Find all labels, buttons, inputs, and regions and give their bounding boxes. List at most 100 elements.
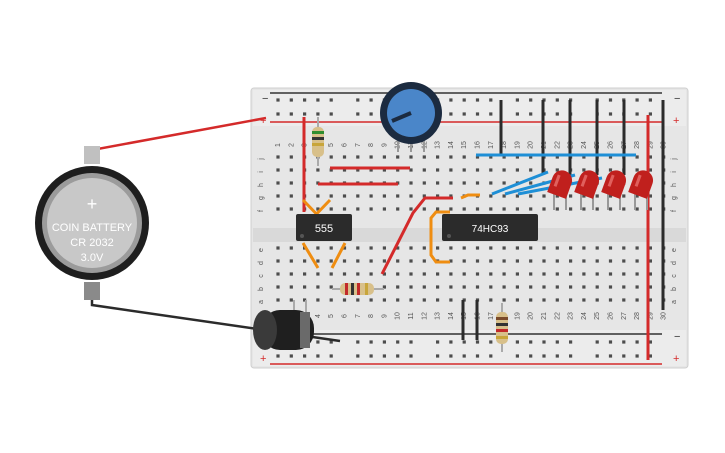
breadboard-hole[interactable] — [529, 340, 533, 344]
breadboard-hole[interactable] — [436, 298, 440, 302]
breadboard-hole[interactable] — [608, 155, 613, 159]
breadboard-hole[interactable] — [608, 285, 613, 289]
breadboard-hole[interactable] — [502, 181, 506, 185]
breadboard-hole[interactable] — [329, 285, 333, 289]
breadboard-hole[interactable] — [329, 98, 333, 102]
breadboard-hole[interactable] — [276, 155, 280, 159]
breadboard-hole[interactable] — [422, 207, 426, 211]
breadboard-hole[interactable] — [555, 194, 559, 198]
breadboard-hole[interactable] — [595, 272, 599, 276]
breadboard-hole[interactable] — [595, 259, 599, 263]
breadboard-hole[interactable] — [489, 168, 493, 172]
breadboard-hole[interactable] — [369, 168, 373, 172]
breadboard-hole[interactable] — [316, 98, 320, 102]
breadboard-hole[interactable] — [648, 246, 652, 250]
breadboard-hole[interactable] — [502, 272, 506, 276]
breadboard-hole[interactable] — [542, 285, 546, 289]
breadboard-hole[interactable] — [289, 285, 293, 289]
breadboard-hole[interactable] — [569, 340, 573, 344]
breadboard-hole[interactable] — [462, 181, 466, 185]
breadboard-hole[interactable] — [329, 272, 333, 276]
breadboard-hole[interactable] — [635, 194, 639, 198]
breadboard-hole[interactable] — [369, 354, 373, 358]
breadboard-hole[interactable] — [555, 112, 559, 116]
breadboard-hole[interactable] — [475, 155, 480, 159]
breadboard-hole[interactable] — [382, 298, 386, 302]
breadboard-hole[interactable] — [542, 354, 546, 358]
breadboard-hole[interactable] — [382, 168, 386, 172]
breadboard-hole[interactable] — [436, 207, 440, 211]
breadboard-hole[interactable] — [409, 246, 413, 250]
breadboard-hole[interactable] — [515, 354, 519, 358]
breadboard-hole[interactable] — [422, 246, 426, 250]
breadboard-hole[interactable] — [529, 354, 533, 358]
breadboard-hole[interactable] — [529, 155, 533, 159]
breadboard-hole[interactable] — [515, 272, 519, 276]
breadboard-hole[interactable] — [329, 112, 333, 116]
breadboard-hole[interactable] — [489, 98, 493, 102]
breadboard-hole[interactable] — [489, 194, 493, 198]
breadboard-hole[interactable] — [475, 207, 480, 211]
breadboard-hole[interactable] — [502, 194, 506, 198]
breadboard-hole[interactable] — [449, 285, 453, 289]
breadboard-hole[interactable] — [462, 168, 466, 172]
breadboard-hole[interactable] — [502, 155, 506, 159]
breadboard-hole[interactable] — [289, 181, 293, 185]
breadboard-hole[interactable] — [369, 207, 373, 211]
breadboard-hole[interactable] — [515, 298, 519, 302]
breadboard-hole[interactable] — [475, 181, 480, 185]
breadboard-hole[interactable] — [436, 285, 440, 289]
breadboard-hole[interactable] — [316, 272, 320, 276]
breadboard-hole[interactable] — [396, 272, 400, 276]
breadboard-hole[interactable] — [409, 285, 413, 289]
breadboard-hole[interactable] — [303, 285, 307, 289]
breadboard-hole[interactable] — [582, 207, 586, 211]
breadboard-hole[interactable] — [608, 340, 613, 344]
breadboard-hole[interactable] — [515, 246, 519, 250]
breadboard-hole[interactable] — [382, 340, 386, 344]
breadboard-hole[interactable] — [555, 207, 559, 211]
breadboard-hole[interactable] — [276, 112, 280, 116]
breadboard-hole[interactable] — [608, 207, 613, 211]
breadboard-hole[interactable] — [648, 155, 652, 159]
breadboard-hole[interactable] — [396, 168, 400, 172]
breadboard-hole[interactable] — [515, 259, 519, 263]
breadboard-hole[interactable] — [608, 259, 613, 263]
breadboard-hole[interactable] — [356, 340, 360, 344]
breadboard-hole[interactable] — [608, 246, 613, 250]
breadboard-hole[interactable] — [502, 168, 506, 172]
breadboard-hole[interactable] — [342, 194, 347, 198]
breadboard-hole[interactable] — [303, 298, 307, 302]
breadboard-hole[interactable] — [595, 354, 599, 358]
breadboard-hole[interactable] — [289, 298, 293, 302]
breadboard-hole[interactable] — [475, 354, 480, 358]
breadboard-hole[interactable] — [608, 98, 613, 102]
breadboard-hole[interactable] — [422, 259, 426, 263]
breadboard-hole[interactable] — [489, 259, 493, 263]
breadboard-hole[interactable] — [303, 272, 307, 276]
breadboard-hole[interactable] — [582, 194, 586, 198]
breadboard-hole[interactable] — [462, 98, 466, 102]
breadboard-hole[interactable] — [648, 98, 652, 102]
breadboard-hole[interactable] — [608, 112, 613, 116]
breadboard-hole[interactable] — [515, 168, 519, 172]
breadboard-hole[interactable] — [396, 155, 400, 159]
breadboard-hole[interactable] — [635, 98, 639, 102]
breadboard-hole[interactable] — [382, 246, 386, 250]
breadboard-hole[interactable] — [502, 285, 506, 289]
breadboard-hole[interactable] — [608, 354, 613, 358]
breadboard-hole[interactable] — [462, 285, 466, 289]
breadboard-hole[interactable] — [542, 207, 546, 211]
breadboard-hole[interactable] — [289, 98, 293, 102]
breadboard-hole[interactable] — [582, 168, 586, 172]
breadboard-hole[interactable] — [475, 285, 480, 289]
breadboard-hole[interactable] — [515, 194, 519, 198]
breadboard-hole[interactable] — [648, 168, 652, 172]
breadboard-hole[interactable] — [635, 340, 639, 344]
breadboard-hole[interactable] — [276, 285, 280, 289]
breadboard-hole[interactable] — [436, 354, 440, 358]
breadboard-hole[interactable] — [489, 298, 493, 302]
breadboard-hole[interactable] — [648, 207, 652, 211]
breadboard-hole[interactable] — [622, 259, 626, 263]
breadboard-hole[interactable] — [409, 181, 413, 185]
